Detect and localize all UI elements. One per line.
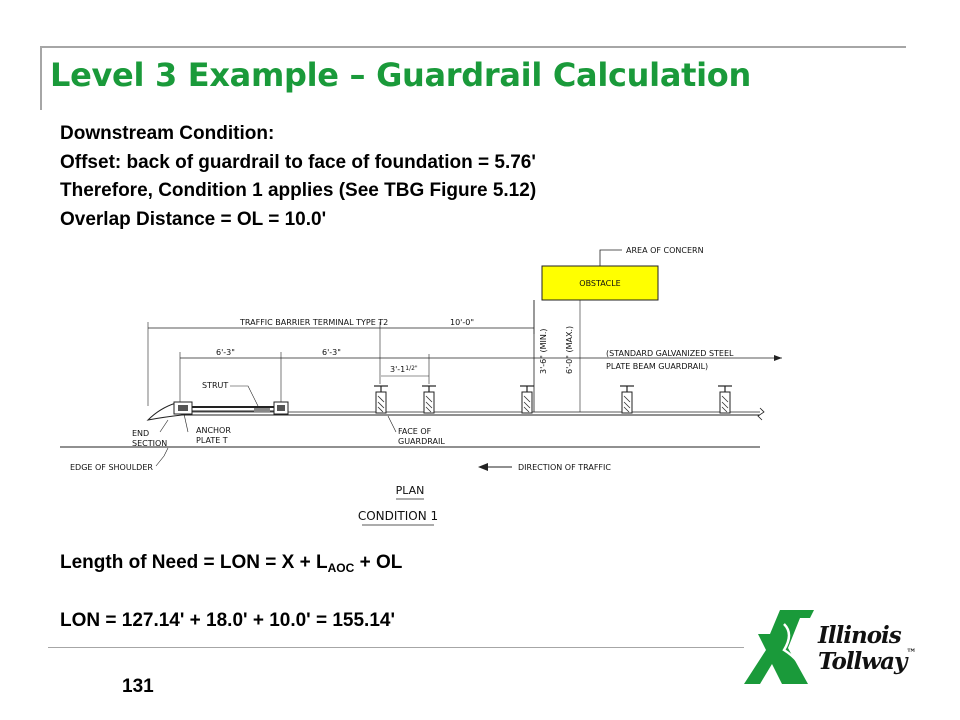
slide-frame-left: [40, 46, 42, 110]
anchor-plate-label-line1: ANCHOR: [196, 426, 231, 435]
face-of-guardrail-leader: [387, 415, 397, 433]
edge-of-shoulder-leader: [155, 447, 169, 467]
logo-word-illinois: Illinois: [818, 622, 902, 649]
overlap-dimension-label: 10'-0": [450, 318, 474, 327]
anchor-plate-label-line2: PLATE T: [196, 436, 228, 445]
face-of-guardrail-label-line2: GUARDRAIL: [398, 437, 445, 446]
obstacle-box: [541, 265, 659, 301]
standard-guardrail-line1: (STANDARD GALVANIZED STEEL: [606, 349, 734, 358]
logo-word-tollway: Tollway™: [818, 648, 916, 675]
lon-result: LON = 127.14' + 18.0' + 10.0' = 155.14': [60, 610, 395, 631]
intro-line-condition: Downstream Condition:: [60, 123, 275, 144]
anchor-plate-leader: [183, 413, 189, 433]
traffic-direction-arrowhead: [478, 463, 488, 471]
intro-line-applies: Therefore, Condition 1 applies (See TBG …: [60, 180, 537, 201]
condition-label: CONDITION 1: [358, 509, 438, 523]
terminal-post-fill: [277, 405, 285, 411]
direction-of-traffic-label: DIRECTION OF TRAFFIC: [518, 463, 611, 472]
page-number: 131: [122, 676, 154, 697]
formula-suffix: + OL: [354, 552, 403, 573]
strut-label: STRUT: [202, 381, 228, 390]
area-of-concern-leader: [599, 249, 622, 266]
formula-prefix: Length of Need = LON = X + L: [60, 552, 328, 573]
end-section-label-line1: END: [132, 429, 149, 438]
intro-line-offset: Offset: back of guardrail to face of fou…: [60, 151, 536, 173]
edge-of-shoulder-label: EDGE OF SHOULDER: [70, 463, 153, 472]
logo-trademark: ™: [906, 648, 916, 659]
end-section-label-line2: SECTION: [132, 439, 167, 448]
break-mark: [757, 407, 765, 421]
guardrail-post: [520, 385, 534, 414]
plan-label: PLAN: [396, 484, 425, 497]
standard-guardrail-line2: PLATE BEAM GUARDRAIL): [606, 362, 708, 371]
slide-frame-top: [40, 46, 906, 48]
guardrail-post: [718, 385, 732, 414]
slide-title: Level 3 Example – Guardrail Calculation: [50, 56, 751, 94]
end-section-leader: [159, 419, 169, 433]
intro-line-overlap: Overlap Distance = OL = 10.0': [60, 208, 327, 230]
area-of-concern-label: AREA OF CONCERN: [626, 246, 704, 255]
end-post-fill: [178, 405, 188, 411]
guardrail-post: [620, 385, 634, 414]
illinois-tollway-logo-icon: [744, 610, 814, 684]
offset-min-label: 3'-6" (MIN.): [539, 328, 548, 374]
terminal-type-label: TRAFFIC BARRIER TERMINAL TYPE T2: [239, 318, 388, 327]
guardrail-post: [422, 385, 436, 414]
guardrail-post: [374, 385, 388, 414]
guardrail-plan-drawing: OBSTACLE AREA OF CONCERN TRAFFIC BARRIER…: [60, 246, 782, 526]
strut-leader: [230, 385, 259, 407]
face-of-guardrail-label-line1: FACE OF: [398, 427, 432, 436]
dimension-arrow: [774, 355, 782, 361]
dimension-left: 6'-3": [216, 348, 235, 357]
intro-text: Downstream Condition: Offset: back of gu…: [60, 120, 536, 234]
bottom-rule: [48, 647, 744, 648]
formula-subscript: AOC: [327, 561, 355, 575]
offset-max-label: 6'-0" (MAX.): [565, 326, 574, 374]
length-of-need-formula: Length of Need = LON = X + LAOC + OL: [60, 552, 402, 575]
obstacle-label: OBSTACLE: [579, 279, 620, 288]
anchor-plate: [254, 408, 270, 412]
post-spacing-label: 3'-11/2": [390, 365, 418, 374]
logo-word-tollway-text: Tollway: [818, 648, 907, 675]
dimension-right: 6'-3": [322, 348, 341, 357]
